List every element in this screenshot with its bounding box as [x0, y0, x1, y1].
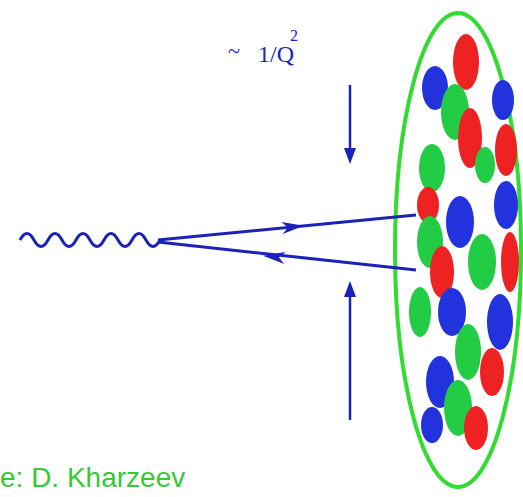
quark-dipole: [158, 215, 416, 270]
credit-note: e: D. Kharzeev: [0, 464, 185, 492]
photon-line: [20, 234, 160, 247]
scale-label: 1/Q: [258, 42, 294, 66]
size-arrows: [344, 85, 356, 420]
approx-sign: ~: [228, 40, 240, 62]
partons: [409, 34, 519, 450]
nucleus-outline: [395, 13, 521, 487]
exponent: 2: [290, 28, 298, 44]
